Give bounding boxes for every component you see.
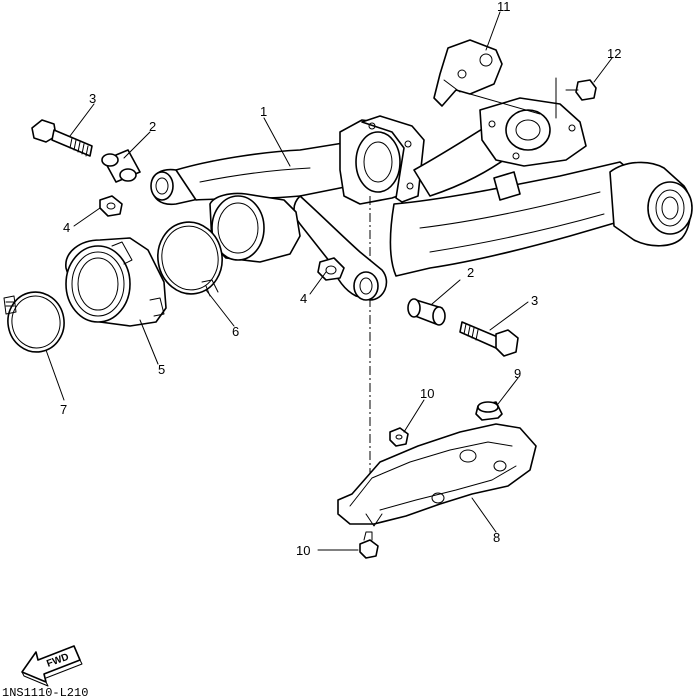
callout-2-upper: 2	[149, 119, 156, 134]
leader-lines	[45, 11, 613, 551]
pivot-boot	[209, 192, 301, 263]
diagram-code: 1NS1110-L210	[2, 686, 88, 700]
callout-4-lower: 4	[300, 291, 307, 306]
washer-upper	[99, 195, 123, 217]
callout-numbers: 1 2 2 3 3 4 4 5 6 7 8 9 10 10 11 12	[60, 0, 621, 558]
callout-4-upper: 4	[63, 220, 70, 235]
boot-large	[65, 237, 167, 327]
callout-2-lower: 2	[467, 265, 474, 280]
bolt-lower	[459, 321, 519, 357]
fwd-arrow: FWD	[21, 645, 83, 687]
callout-11: 11	[497, 0, 511, 14]
nut-lower	[359, 531, 379, 559]
callout-10-upper: 10	[420, 386, 434, 401]
callout-3-lower: 3	[531, 293, 538, 308]
callout-10-lower: 10	[296, 543, 310, 558]
bushing-upper	[101, 149, 141, 183]
band-small	[3, 291, 65, 353]
callout-9: 9	[514, 366, 521, 381]
bushing-lower	[407, 298, 446, 326]
collar	[475, 401, 503, 421]
callout-6: 6	[232, 324, 239, 339]
bolt-upper	[31, 119, 93, 157]
band-large	[157, 221, 223, 297]
callout-12: 12	[607, 46, 621, 61]
guard	[337, 423, 537, 527]
callout-8: 8	[493, 530, 500, 545]
bracket-bolt	[555, 77, 597, 119]
callout-5: 5	[158, 362, 165, 377]
nut-upper	[389, 427, 409, 447]
callout-3-upper: 3	[89, 91, 96, 106]
callout-7: 7	[60, 402, 67, 417]
callout-1: 1	[260, 104, 267, 119]
swingarm	[150, 97, 693, 518]
